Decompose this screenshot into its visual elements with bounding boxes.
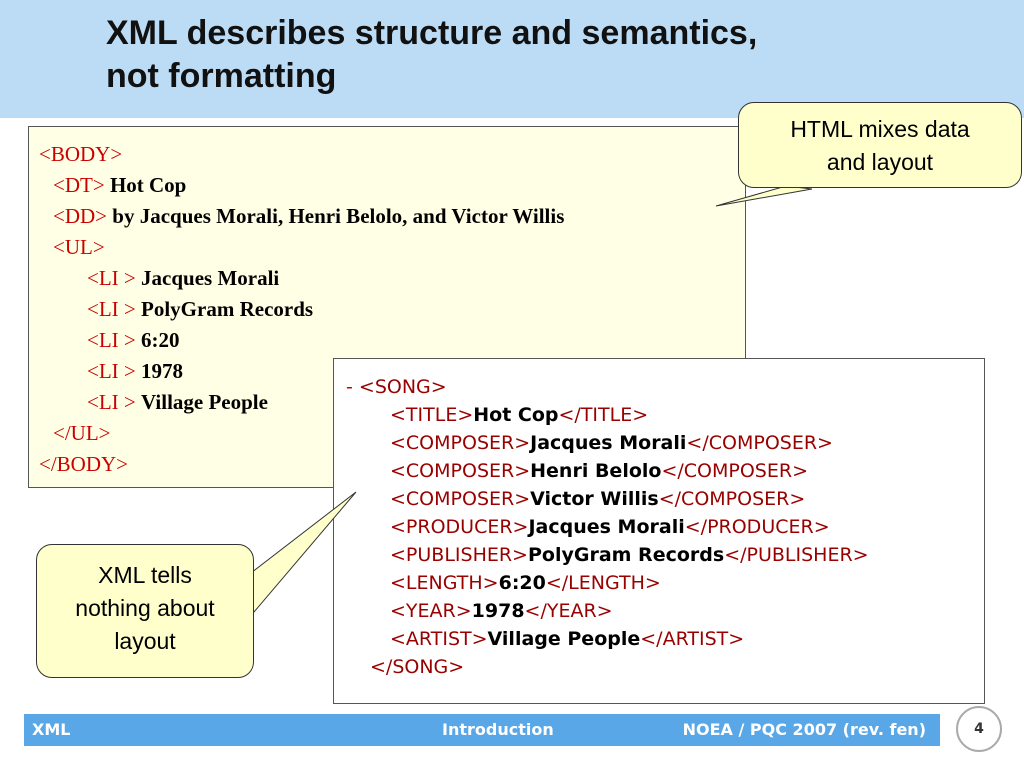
xml-song-open: - <SONG> xyxy=(346,376,447,398)
footer-right-label: NOEA / PQC 2007 (rev. fen) xyxy=(682,720,926,739)
html-dd-tag: <DD> xyxy=(53,204,108,228)
html-dd-value: by Jacques Morali, Henri Belolo, and Vic… xyxy=(112,204,565,228)
title-band xyxy=(0,0,1024,118)
html-dt-tag: <DT> xyxy=(53,173,105,197)
html-dt-line: <DT> Hot Cop xyxy=(53,172,186,198)
footer-left-label: XML xyxy=(32,720,71,739)
xml-callout: XML tells nothing about layout xyxy=(36,544,254,678)
html-body-close: </BODY> xyxy=(39,452,129,476)
xml-row: <TITLE>Hot Cop</TITLE> xyxy=(390,404,649,426)
html-ul-close: </UL> xyxy=(53,421,111,445)
footer-center-label: Introduction xyxy=(442,720,554,739)
slide-title-line-2: not formatting xyxy=(106,57,337,95)
xml-callout-line-1: XML tells xyxy=(98,562,192,588)
xml-row: <YEAR>1978</YEAR> xyxy=(390,600,613,622)
xml-row: <COMPOSER>Jacques Morali</COMPOSER> xyxy=(390,432,833,454)
html-dt-value: Hot Cop xyxy=(109,173,187,197)
html-ul-open: <UL> xyxy=(53,235,105,259)
xml-callout-line-2: nothing about xyxy=(75,595,215,621)
html-li-line: <LI > 6:20 xyxy=(87,328,180,352)
xml-row: <PUBLISHER>PolyGram Records</PUBLISHER> xyxy=(390,544,869,566)
xml-song-close: </SONG> xyxy=(370,656,465,678)
xml-row: <COMPOSER>Henri Belolo</COMPOSER> xyxy=(390,460,808,482)
html-body-open: <BODY> xyxy=(39,142,123,166)
xml-row: <PRODUCER>Jacques Morali</PRODUCER> xyxy=(390,516,830,538)
html-li-line: <LI > Village People xyxy=(87,390,268,414)
html-dd-line: <DD> by Jacques Morali, Henri Belolo, an… xyxy=(53,203,564,229)
html-callout-line-2: and layout xyxy=(826,149,934,175)
html-li-line: <LI > Jacques Morali xyxy=(87,266,280,290)
collapse-minus-icon[interactable]: - xyxy=(346,376,353,398)
xml-row: <LENGTH>6:20</LENGTH> xyxy=(390,572,661,594)
slide-title-line-1: XML describes structure and semantics, xyxy=(106,14,758,52)
footer-bar: XML Introduction NOEA / PQC 2007 (rev. f… xyxy=(24,714,940,746)
html-callout-line-1: HTML mixes data xyxy=(790,116,970,142)
html-li-line: <LI > 1978 xyxy=(87,359,184,383)
slide-title: XML describes structure and semantics, n… xyxy=(106,12,757,98)
html-callout: HTML mixes data and layout xyxy=(738,102,1022,188)
page-number-badge: 4 xyxy=(956,706,1002,752)
xml-callout-line-3: layout xyxy=(114,628,176,654)
xml-row: <COMPOSER>Victor Willis</COMPOSER> xyxy=(390,488,806,510)
xml-code-panel: - <SONG> <TITLE>Hot Cop</TITLE> <COMPOSE… xyxy=(333,358,985,704)
xml-row: <ARTIST>Village People</ARTIST> xyxy=(390,628,745,650)
html-li-line: <LI > PolyGram Records xyxy=(87,297,314,321)
